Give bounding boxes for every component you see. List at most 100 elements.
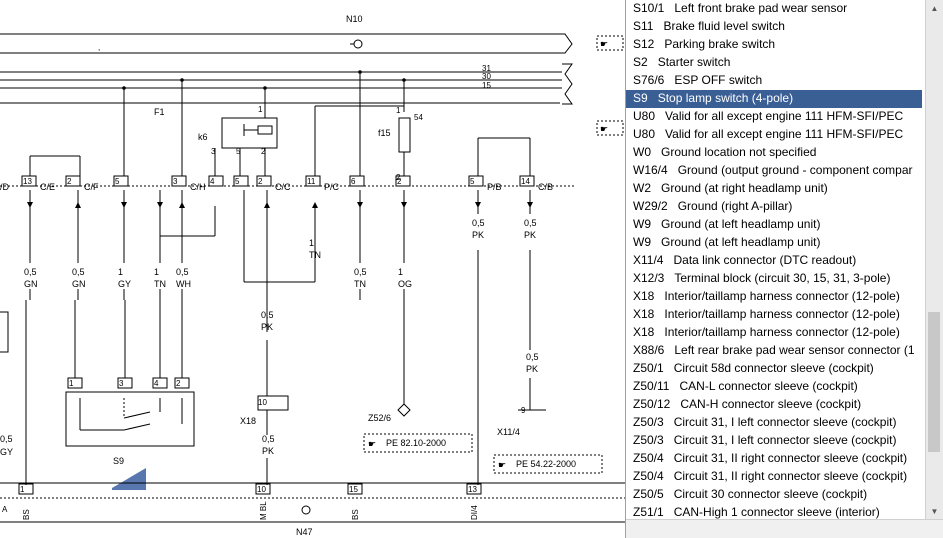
list-item-description: Starter switch xyxy=(657,55,731,69)
list-item[interactable]: S2 Starter switch xyxy=(626,54,922,72)
vertical-scrollbar[interactable]: ▲ ▼ xyxy=(925,0,943,520)
arrow-down-icon xyxy=(157,202,163,208)
list-item-code: W9 xyxy=(633,217,651,231)
list-item-code: W0 xyxy=(633,145,651,159)
scrollbar-thumb[interactable] xyxy=(928,312,940,452)
wire-size-label: 1 xyxy=(398,267,403,277)
list-item[interactable]: Z51/1 CAN-High 1 connector sleeve (inter… xyxy=(626,504,922,520)
list-item[interactable]: W16/4 Ground (output ground - component … xyxy=(626,162,922,180)
arrow-up-icon xyxy=(179,202,185,208)
s9-pin-number: 2 xyxy=(176,379,181,388)
list-item[interactable]: U80 Valid for all except engine 111 HFM-… xyxy=(626,126,922,144)
wire-color-label: TN xyxy=(154,279,166,289)
list-item-description: Circuit 58d connector sleeve (cockpit) xyxy=(673,361,874,375)
list-item[interactable]: Z50/11 CAN-L connector sleeve (cockpit) xyxy=(626,378,922,396)
list-item[interactable]: Z50/4 Circuit 31, II right connector sle… xyxy=(626,468,922,486)
list-item-code: Z50/5 xyxy=(633,487,664,501)
arrow-down-icon xyxy=(357,202,363,208)
k6-pin-2: 2 xyxy=(261,147,266,156)
wiring-diagram[interactable]: N10 , 31 30 15 F1 k6 1 3 5 2 f15 54 1 2 xyxy=(0,0,625,538)
wire-pk-lower-color: PK xyxy=(262,446,274,456)
list-item[interactable]: Z50/12 CAN-H connector sleeve (cockpit) xyxy=(626,396,922,414)
list-item[interactable]: W29/2 Ground (right A-pillar) xyxy=(626,198,922,216)
bus-31-label: 31 xyxy=(482,64,491,73)
connector-pin-box xyxy=(208,175,224,187)
label-z52-6: Z52/6 xyxy=(368,413,391,423)
list-item-code: Z51/1 xyxy=(633,505,664,519)
list-item-description: Ground (at left headlamp unit) xyxy=(661,235,821,249)
wire-pk-x11-size: 0,5 xyxy=(526,352,539,362)
list-item[interactable]: X18 Interior/taillamp harness connector … xyxy=(626,288,922,306)
list-item[interactable]: X18 Interior/taillamp harness connector … xyxy=(626,306,922,324)
list-item[interactable]: S10/1 Left front brake pad wear sensor xyxy=(626,0,922,18)
s9-pin-number: 4 xyxy=(154,379,159,388)
hand-pointer-icon[interactable]: ☛ xyxy=(600,39,608,49)
label-f1: F1 xyxy=(154,107,165,117)
ref-pe-82-10[interactable]: PE 82.10-2000 xyxy=(386,438,446,448)
list-item-description: CAN-H connector sleeve (cockpit) xyxy=(680,397,862,411)
list-item-code: W9 xyxy=(633,235,651,249)
arrow-down-icon xyxy=(121,202,127,208)
wire-color-label: PK xyxy=(261,322,273,332)
bus-30-label: 30 xyxy=(482,72,491,81)
wire-size-label: 1 xyxy=(154,267,159,277)
wire-color-label: OG xyxy=(398,279,412,289)
x11-pin: 9 xyxy=(521,406,526,415)
list-item-description: Parking brake switch xyxy=(664,37,776,51)
connector-pin-number: 2 xyxy=(67,177,72,186)
connector-name: C/E xyxy=(40,182,55,192)
bottom-pin-box xyxy=(347,483,363,495)
connector-pin-box xyxy=(395,175,411,187)
list-item[interactable]: Z50/5 Circuit 30 connector sleeve (cockp… xyxy=(626,486,922,504)
label-x18: X18 xyxy=(240,416,256,426)
horizontal-scrollbar[interactable] xyxy=(626,519,943,538)
connector-pin-box xyxy=(256,175,272,187)
wire-gy-left-color: GY xyxy=(0,447,13,457)
list-item[interactable]: S11 Brake fluid level switch xyxy=(626,18,922,36)
ref-pe-54-22[interactable]: PE 54.22-2000 xyxy=(516,459,576,469)
list-item[interactable]: Z50/3 Circuit 31, I left connector sleev… xyxy=(626,432,922,450)
scroll-up-icon[interactable]: ▲ xyxy=(930,4,939,13)
list-item[interactable]: Z50/4 Circuit 31, II right connector sle… xyxy=(626,450,922,468)
list-item[interactable]: W9 Ground (at left headlamp unit) xyxy=(626,234,922,252)
list-item[interactable]: Z50/1 Circuit 58d connector sleeve (cock… xyxy=(626,360,922,378)
connector-name: C/F xyxy=(84,182,99,192)
list-item[interactable]: X88/6 Left rear brake pad wear sensor co… xyxy=(626,342,922,360)
k6-pin-1: 1 xyxy=(258,105,263,114)
wire-size-label: 0,5 xyxy=(72,267,85,277)
bottom-left-name: A xyxy=(2,505,8,514)
list-item-code: Z50/12 xyxy=(633,397,671,411)
list-item[interactable]: W9 Ground (at left headlamp unit) xyxy=(626,216,922,234)
wire-pk-lower-size: 0,5 xyxy=(262,434,275,444)
bottom-pin-box xyxy=(18,483,34,495)
list-item[interactable]: Z50/3 Circuit 31, I left connector sleev… xyxy=(626,414,922,432)
bus-15-label: 15 xyxy=(482,81,491,90)
hand-pointer-icon[interactable]: ☛ xyxy=(600,124,608,134)
k6-pin-5: 5 xyxy=(236,147,241,156)
list-item[interactable]: X12/3 Terminal block (circuit 30, 15, 31… xyxy=(626,270,922,288)
list-item[interactable]: S9 Stop lamp switch (4-pole) xyxy=(626,90,922,108)
list-item-description: Left rear brake pad wear sensor connecto… xyxy=(674,343,915,357)
list-item[interactable]: W0 Ground location not specified xyxy=(626,144,922,162)
list-item[interactable]: X18 Interior/taillamp harness connector … xyxy=(626,324,922,342)
list-item-description: Stop lamp switch (4-pole) xyxy=(657,91,794,105)
list-item[interactable]: W2 Ground (at right headlamp unit) xyxy=(626,180,922,198)
arrow-down-icon xyxy=(475,202,481,208)
f15-pin-54: 54 xyxy=(414,113,423,122)
list-item-description: Circuit 31, I left connector sleeve (coc… xyxy=(673,415,897,429)
list-item-description: Circuit 31, II right connector sleeve (c… xyxy=(673,469,908,483)
list-item-description: Brake fluid level switch xyxy=(663,19,785,33)
wire-color-label: PK xyxy=(524,230,536,240)
connector-pin-number: 5 xyxy=(115,177,120,186)
connector-pin-number: 3 xyxy=(173,177,178,186)
list-item[interactable]: U80 Valid for all except engine 111 HFM-… xyxy=(626,108,922,126)
list-item[interactable]: S12 Parking brake switch xyxy=(626,36,922,54)
list-item-code: S2 xyxy=(633,55,648,69)
scroll-down-icon[interactable]: ▼ xyxy=(930,507,939,516)
list-item[interactable]: X11/4 Data link connector (DTC readout) xyxy=(626,252,922,270)
list-item-description: Interior/taillamp harness connector (12-… xyxy=(664,307,900,321)
list-item[interactable]: S76/6 ESP OFF switch xyxy=(626,72,922,90)
